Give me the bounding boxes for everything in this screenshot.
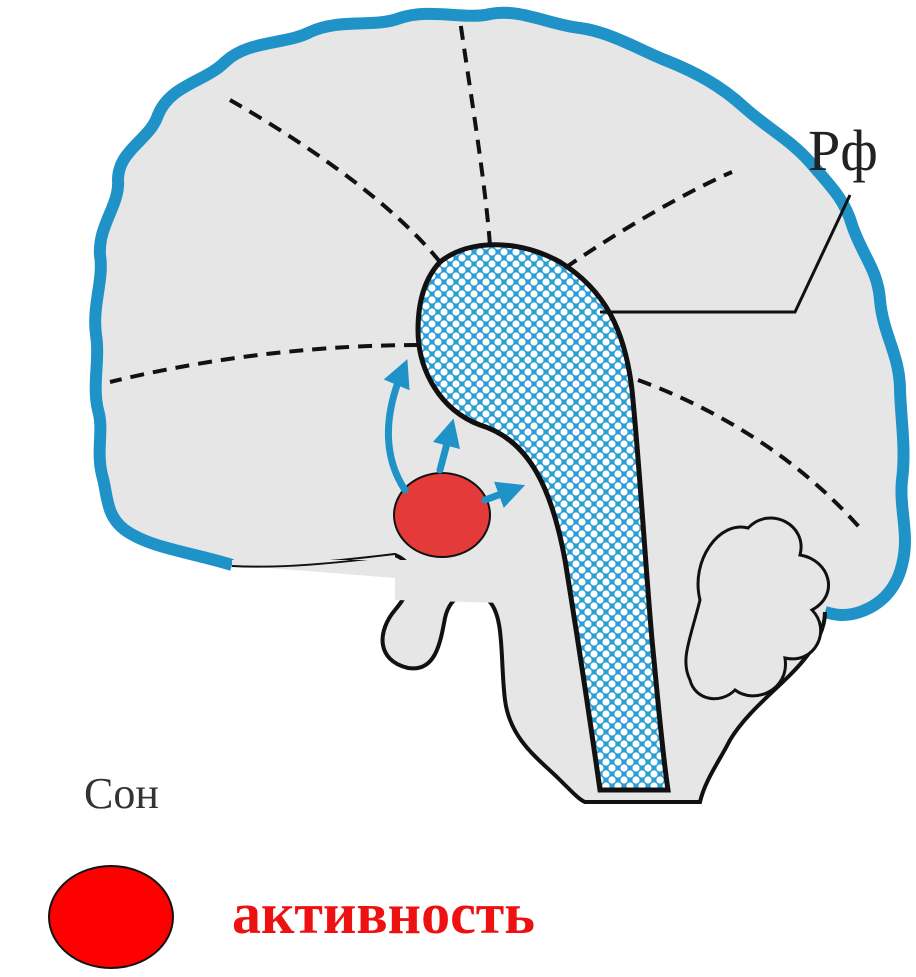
- red-circle-icon: [48, 865, 174, 969]
- legend-activity-label: активность: [232, 885, 535, 943]
- sleep-center-nucleus: [394, 473, 490, 557]
- rf-label: Рф: [808, 122, 878, 180]
- sleep-label: Сон: [84, 772, 159, 816]
